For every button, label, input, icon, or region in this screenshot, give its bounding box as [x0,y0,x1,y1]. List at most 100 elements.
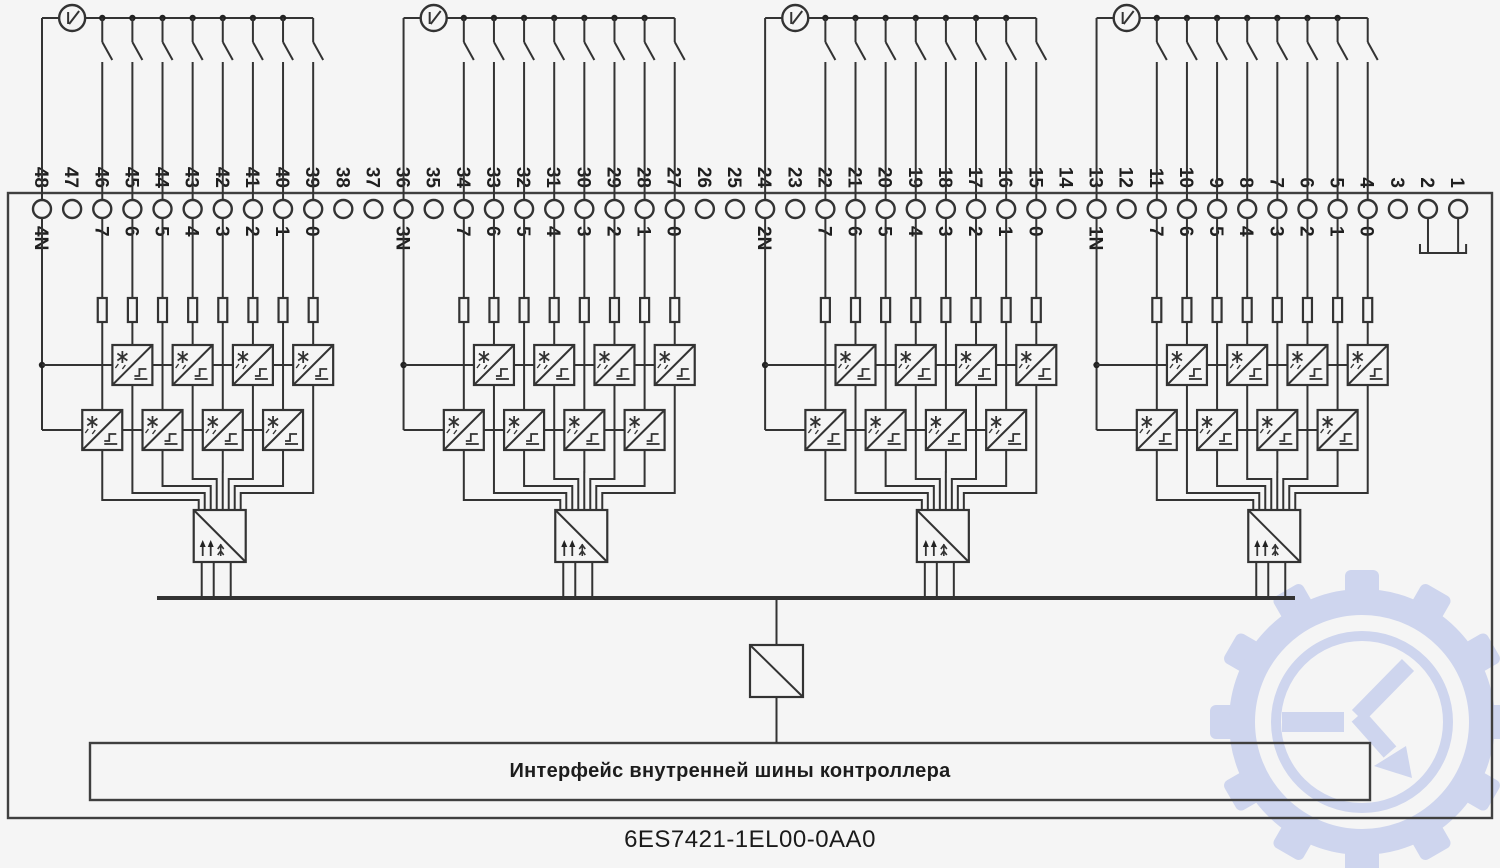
terminal-26: 26 [693,167,716,220]
terminal-circle-33 [483,198,505,220]
digital-step-glyph [254,368,267,377]
led-arrows [1199,428,1211,435]
terminal-number-41: 41 [241,167,262,189]
channel-label-27: 0 [663,226,684,237]
terminal-41: 412 [241,167,264,237]
opto-output-wire [1216,450,1267,510]
optocoupler-diagonal [473,344,515,386]
optocoupler-icon [111,343,154,387]
optocoupler-diagonal [1196,409,1238,451]
digital-step-glyph [526,433,539,442]
digital-step-glyph [224,433,237,442]
group-multiplexer-icon [915,508,970,564]
optocoupler-icon [171,343,214,387]
terminal-43: 434 [181,167,203,237]
opto-output-wire [1246,385,1273,510]
terminal-circle-23 [785,198,806,220]
mux-double-arrow [940,543,948,556]
terminal-circle-22 [815,198,836,220]
terminal-circle-6 [1297,198,1318,220]
resistor-icon [638,296,651,324]
led-arrows [596,363,609,370]
channel-label-21: 6 [844,226,865,237]
channel-label-7: 3 [1265,226,1286,237]
terminal-circle-13 [1086,198,1107,220]
digital-step-glyph [586,433,599,442]
optocoupler-icon [954,343,998,387]
voltage-source-glyph [791,10,804,25]
terminal-29: 292 [602,167,625,237]
led-arrows [988,428,1000,435]
digital-step-glyph [134,368,147,377]
optocoupler-diagonal [1226,344,1268,386]
digital-step-glyph [646,433,659,442]
channel-label-31: 4 [542,226,563,237]
optocoupler-diagonal [141,409,184,451]
opto-output-wire [595,450,646,510]
resistor-icon [277,296,289,324]
resistor-icon [307,296,319,324]
terminal-44: 445 [151,167,173,237]
channel-label-44: 5 [151,226,172,237]
opto-output-wire [1282,385,1309,510]
led-star [1020,352,1032,362]
opto-output-wire [962,385,1038,510]
resistor-icon [1362,296,1374,324]
resistor-icon [1000,296,1012,324]
resistor-icon [849,296,862,324]
optocoupler-diagonal [623,409,666,451]
optocoupler-icon [1256,408,1299,452]
channel-label-15: 0 [1024,226,1045,237]
opto-output-wire [950,385,978,510]
led-star [598,352,610,362]
digital-step-glyph [1339,433,1352,442]
terminal-39: 390 [301,167,324,237]
led-arrows [1289,363,1302,370]
resistor-icon [910,296,922,324]
digital-step-glyph [947,433,960,442]
led-arrows [506,428,518,435]
digital-step-glyph [1369,368,1382,377]
bus-interface-box [88,741,1372,802]
terminal-circle-16 [995,198,1017,220]
terminal-circle-41 [242,198,264,220]
contact-switch-icon [191,41,204,61]
optocoupler-icon [231,343,275,387]
mux-arrowhead [561,540,568,547]
terminal-38: 38 [331,167,354,220]
terminal-11: 117 [1145,168,1168,237]
optocoupler-icon [1286,343,1329,387]
digital-step-glyph [164,433,177,442]
terminal-circle-19 [905,198,926,220]
digital-step-glyph [285,433,298,442]
optocoupler-icon [563,408,606,452]
terminal-number-4: 4 [1356,177,1377,188]
terminal-number-1: 1 [1446,177,1467,188]
led-arrows [807,428,819,435]
led-star [900,352,912,362]
group-multiplexer-icon [192,508,247,564]
terminal-circle-34 [453,198,475,220]
channel-label-39: 0 [301,226,322,237]
terminal-35: 35 [422,167,444,220]
opto-output-wire [1294,385,1369,510]
channel-label-34: 7 [452,226,473,237]
optocoupler-icon [985,408,1028,452]
digital-step-glyph [827,433,840,442]
channel-label-16: 1 [994,226,1015,237]
opto-output-wire [191,385,218,510]
terminal-2: 2 [1416,177,1439,220]
led-star [629,417,641,427]
terminal-4: 40 [1356,177,1378,237]
channel-label-42: 3 [211,226,232,237]
terminal-circle-48 [31,198,53,220]
contact-switch-icon [613,41,626,61]
led-star [1261,417,1273,427]
terminal-number-30: 30 [572,167,593,188]
terminal-number-10: 10 [1175,167,1196,188]
terminal-circle-8 [1236,198,1258,220]
terminal-46: 467 [90,167,113,237]
optocoupler-icon [141,408,184,452]
